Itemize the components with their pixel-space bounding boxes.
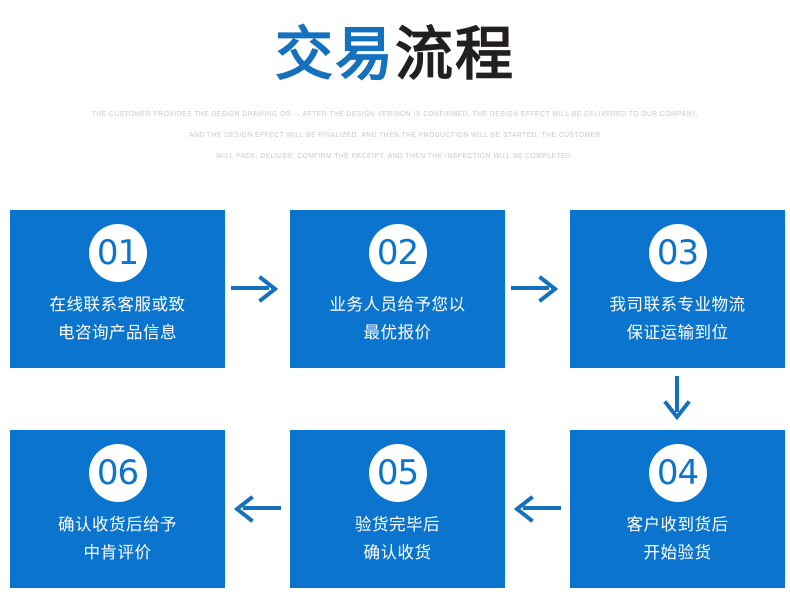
step-card-05[interactable]: 05 验货完毕后 确认收货 (290, 430, 505, 588)
step-description-02-line2: 最优报价 (363, 324, 432, 342)
step-description-01-line2: 电咨询产品信息 (58, 324, 177, 342)
step-number-badge-02: 02 (368, 224, 427, 282)
step-description-04-line2: 开始验货 (643, 544, 712, 562)
step-description-06-line2: 中肯评价 (83, 544, 152, 562)
step-card-04[interactable]: 04 客户收到货后 开始验货 (570, 430, 785, 588)
arrow-left-icon-step4-step5 (508, 492, 564, 526)
arrow-right-icon-step2-step3 (508, 272, 564, 306)
step-description-05-line2: 确认收货 (363, 544, 432, 562)
arrow-down-icon-step3-step4 (660, 375, 694, 423)
step-description-04-line1: 客户收到货后 (626, 516, 729, 534)
step-description-01-line1: 在线联系客服或致 (49, 296, 186, 314)
step-number-badge-03: 03 (648, 224, 707, 282)
step-description-06-line1: 确认收货后给予 (58, 516, 177, 534)
step-description-02-line1: 业务人员给予您以 (329, 296, 466, 314)
step-number-badge-05: 05 (368, 444, 427, 502)
step-description-06: 确认收货后给予 中肯评价 (58, 511, 177, 567)
page-header: 交易流程 THE CUSTOMER PROVIDES THE DESIGN DR… (0, 0, 790, 167)
step-card-03[interactable]: 03 我司联系专业物流 保证运输到位 (570, 210, 785, 368)
subtitle-line-3: WILL PACK, DELIVER, CONFIRM THE RECEIPT,… (216, 152, 574, 161)
page-title-secondary: 流程 (395, 22, 516, 87)
step-description-03-line1: 我司联系专业物流 (609, 296, 746, 314)
step-number-badge-06: 06 (88, 444, 147, 502)
step-number-badge-04: 04 (648, 444, 707, 502)
step-number-badge-01: 01 (88, 224, 147, 282)
step-description-01: 在线联系客服或致 电咨询产品信息 (50, 291, 186, 347)
step-description-03: 我司联系专业物流 保证运输到位 (610, 291, 746, 347)
page-title: 交易流程 (0, 18, 790, 92)
step-card-06[interactable]: 06 确认收货后给予 中肯评价 (10, 430, 225, 588)
step-description-03-line2: 保证运输到位 (626, 324, 729, 342)
subtitle-line-2: AND THE DESIGN EFFECT WILL BE FINALIZED,… (189, 131, 601, 140)
subtitle-block: THE CUSTOMER PROVIDES THE DESIGN DRAWING… (0, 104, 790, 167)
page-title-primary: 交易 (274, 22, 395, 87)
subtitle-line-1: THE CUSTOMER PROVIDES THE DESIGN DRAWING… (91, 110, 699, 119)
step-card-02[interactable]: 02 业务人员给予您以 最优报价 (290, 210, 505, 368)
arrow-right-icon-step1-step2 (228, 272, 284, 306)
step-description-05-line1: 验货完毕后 (355, 516, 440, 534)
step-description-04: 客户收到货后 开始验货 (627, 511, 729, 567)
arrow-left-icon-step5-step6 (228, 492, 284, 526)
step-card-01[interactable]: 01 在线联系客服或致 电咨询产品信息 (10, 210, 225, 368)
step-description-05: 验货完毕后 确认收货 (355, 511, 440, 567)
step-description-02: 业务人员给予您以 最优报价 (330, 291, 466, 347)
